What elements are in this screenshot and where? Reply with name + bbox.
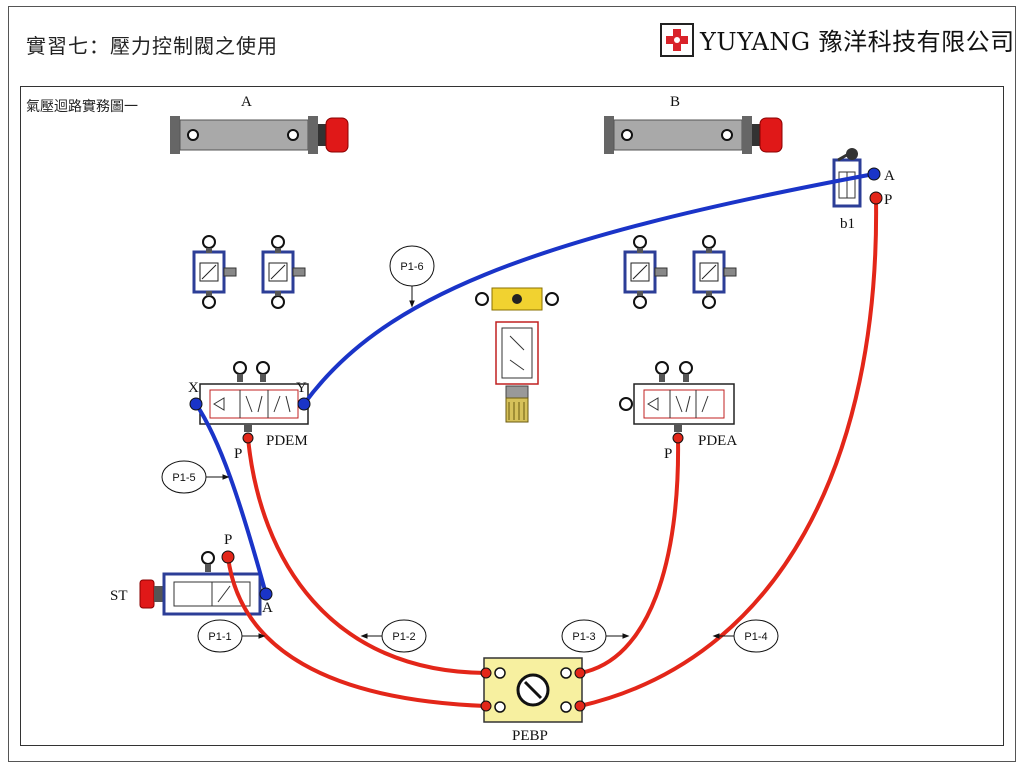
line-p1-3: [578, 436, 681, 675]
outer-frame: [8, 6, 1016, 762]
throttle-valve-4: [692, 234, 738, 310]
cylinder-a: [170, 116, 349, 154]
pdea-valve: [619, 361, 735, 432]
brand: YUYANG 豫洋科技有限公司: [660, 22, 1015, 57]
throttle-valve-3: [623, 234, 669, 310]
pdem-port-p-label: P: [234, 446, 242, 462]
throttle-valve-2: [261, 234, 307, 310]
port-dots: [189, 167, 883, 712]
diagram-caption: 氣壓迴路實務圖一: [26, 99, 138, 115]
b1-port-a-label: A: [884, 168, 895, 184]
brand-name: YUYANG 豫洋科技有限公司: [700, 28, 1015, 56]
diagram-frame: [20, 86, 1004, 746]
red-cross-logo-icon: [660, 22, 694, 57]
pdea-port-p-label: P: [664, 446, 672, 462]
pdem-port-y-label: Y: [296, 380, 307, 396]
pebp-manifold: [483, 657, 583, 723]
signal-lines: [194, 172, 876, 596]
svg-text:P1-6: P1-6: [400, 261, 423, 273]
svg-text:P1-4: P1-4: [744, 631, 767, 643]
svg-text:P1-3: P1-3: [572, 631, 595, 643]
line-p1-5: [194, 402, 268, 596]
svg-text:P1-5: P1-5: [172, 472, 195, 484]
svg-text:P1-1: P1-1: [208, 631, 231, 643]
st-port-p-label: P: [224, 532, 232, 548]
throttle-valve-1: [192, 234, 238, 310]
line-tag-p1-6: P1-6: [389, 245, 435, 308]
line-tag-p1-5: P1-5: [161, 460, 230, 494]
line-tag-p1-4: P1-4: [712, 619, 779, 653]
page-title: 實習七：壓力控制閥之使用: [26, 34, 278, 58]
line-p1-6: [302, 172, 876, 406]
st-port-a-label: A: [262, 600, 273, 616]
line-tag-p1-1: P1-1: [197, 619, 266, 653]
b1-roller-valve: [832, 148, 862, 208]
line-tag-p1-2: P1-2: [360, 619, 427, 653]
pebp-label: PEBP: [512, 728, 548, 744]
cylinder-b: [604, 116, 783, 154]
pdem-port-x-label: X: [188, 380, 199, 396]
supply-lines: [226, 196, 879, 708]
b1-port-p-label: P: [884, 192, 892, 208]
st-label: ST: [110, 588, 128, 604]
line-tag-p1-3: P1-3: [561, 619, 630, 653]
line-p1-1: [226, 555, 488, 708]
line-p1-2: [246, 436, 488, 675]
cylinder-a-label: A: [241, 94, 252, 110]
pdem-label: PDEM: [266, 433, 308, 449]
filter-regulator: [475, 287, 559, 423]
svg-text:P1-2: P1-2: [392, 631, 415, 643]
b1-label: b1: [840, 216, 855, 232]
cylinder-b-label: B: [670, 94, 680, 110]
pdea-label: PDEA: [698, 433, 737, 449]
line-p1-4: [578, 196, 879, 708]
pdem-valve: [199, 361, 309, 432]
